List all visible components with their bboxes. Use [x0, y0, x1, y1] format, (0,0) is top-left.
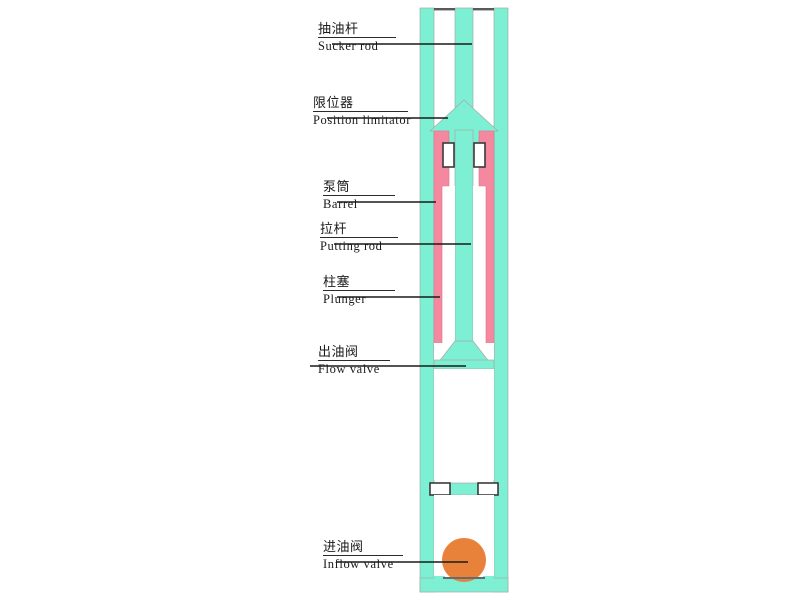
label-inflow-valve-en: Inflow valve [323, 557, 394, 571]
label-plunger-en: Plunger [323, 292, 367, 306]
barrel-right-gap [473, 186, 479, 358]
bottom-seat-left [434, 576, 445, 580]
label-sucker-rod-rule [318, 37, 396, 38]
leader-lines-group [310, 43, 472, 563]
label-position-limitator: 限位器 Position limitator [313, 96, 411, 128]
bottom-seat-right [483, 576, 494, 580]
flow-valve-base [433, 359, 495, 370]
sucker-rod-group [434, 7, 494, 110]
label-sucker-rod: 抽油杆 Sucker rod [318, 22, 396, 54]
valve-seat-port-right [477, 482, 499, 496]
casing-left-wall [419, 7, 435, 593]
label-flow-valve-cn: 出油阀 [318, 345, 359, 360]
label-putting-rod-en: Putting rod [320, 239, 383, 253]
barrel-group [449, 186, 479, 358]
seal-window-left [442, 142, 455, 168]
casing-group [419, 7, 509, 593]
label-putting-rod: 拉杆 Putting rod [320, 222, 398, 254]
label-flow-valve-rule [318, 360, 390, 361]
bottom-seat-group [434, 576, 494, 580]
label-plunger-cn: 柱塞 [323, 275, 351, 290]
label-position-limitator-rule [313, 111, 408, 112]
label-barrel-rule [323, 195, 395, 196]
bottom-seat-line [443, 577, 485, 579]
casing-right-wall [493, 7, 509, 593]
label-sucker-rod-cn: 抽油杆 [318, 22, 359, 37]
sucker-rod-top-cap-right [473, 8, 494, 11]
label-barrel: 泵筒 Barrel [323, 180, 395, 212]
label-plunger: 柱塞 Plunger [323, 275, 395, 307]
seal-window-right [473, 142, 486, 168]
sucker-rod-top-cap [434, 8, 455, 11]
label-inflow-valve: 进油阀 Inflow valve [323, 540, 403, 572]
label-putting-rod-rule [320, 237, 398, 238]
barrel-left-gap [449, 186, 455, 358]
label-inflow-valve-cn: 进油阀 [323, 540, 364, 555]
label-position-limitator-en: Position limitator [313, 113, 411, 127]
label-inflow-valve-rule [323, 555, 403, 556]
label-barrel-en: Barrel [323, 197, 358, 211]
flow-valve-group [433, 340, 495, 370]
label-putting-rod-cn: 拉杆 [320, 222, 348, 237]
sucker-rod-shaft [454, 7, 474, 110]
valve-seat-port-left [429, 482, 451, 496]
label-plunger-rule [323, 290, 395, 291]
valve-seat-group [429, 482, 499, 496]
label-flow-valve-en: Flow valve [318, 362, 380, 376]
lower-chamber [434, 369, 494, 480]
label-position-limitator-cn: 限位器 [313, 96, 354, 111]
label-sucker-rod-en: Sucker rod [318, 39, 379, 53]
seal-windows-group [442, 142, 486, 168]
label-barrel-cn: 泵筒 [323, 180, 351, 195]
inflow-valve-ball [442, 538, 486, 582]
label-flow-valve: 出油阀 Flow valve [318, 345, 390, 377]
